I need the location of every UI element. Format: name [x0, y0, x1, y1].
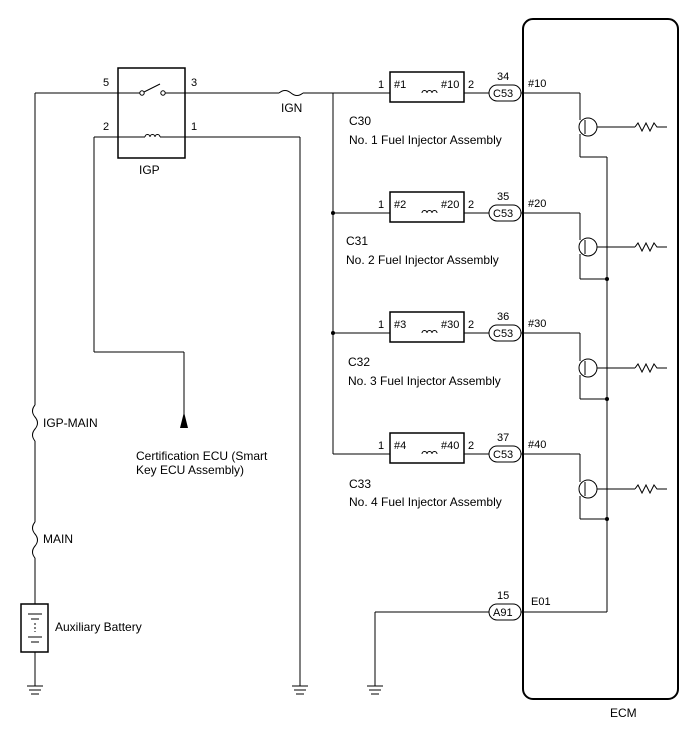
injector-4-inner-left: #4	[394, 440, 406, 452]
injector-1-pin-right: 2	[468, 79, 474, 91]
injector-2-pin-left: 1	[378, 199, 384, 211]
ecm-connector-pills	[488, 84, 522, 621]
injector-3-name: No. 3 Fuel Injector Assembly	[348, 374, 501, 388]
injector-1-connector: C30	[349, 114, 371, 128]
ecm-driver-circuits	[521, 92, 667, 613]
injector-4-name: No. 4 Fuel Injector Assembly	[349, 495, 502, 509]
ecm-signal-20: #20	[528, 198, 546, 210]
battery-supply-line	[32, 92, 118, 604]
ecm-pin-15: 15	[497, 590, 509, 602]
ign-fuse-line	[185, 90, 390, 454]
injector-2-pin-right: 2	[468, 199, 474, 211]
injector-2-name: No. 2 Fuel Injector Assembly	[346, 253, 499, 267]
ecm-connector-1: C53	[493, 88, 513, 100]
ecm-pin-37: 37	[497, 432, 509, 444]
igp-pin-5: 5	[103, 77, 109, 89]
ecm-pin-35: 35	[497, 191, 509, 203]
ecm-connector-4: C53	[493, 449, 513, 461]
ground-icon	[27, 685, 43, 695]
igp-pin-2: 2	[103, 121, 109, 133]
igp-pin-3: 3	[191, 77, 197, 89]
auxiliary-battery-symbol	[20, 603, 49, 686]
igp-relay-label: IGP	[139, 163, 160, 177]
injector-4-pin-left: 1	[378, 440, 384, 452]
ground-icon	[367, 611, 489, 695]
injector-3-connector: C32	[348, 355, 370, 369]
ecm-pin-34: 34	[497, 71, 509, 83]
fuse-igp-main-label: IGP-MAIN	[43, 416, 98, 430]
certification-ecu-label-line2: Key ECU Assembly)	[136, 463, 244, 477]
injector-4-pin-right: 2	[468, 440, 474, 452]
injector-3	[333, 311, 489, 343]
igp-pin-1: 1	[191, 121, 197, 133]
ecm-connector-ground: A91	[493, 607, 513, 619]
injector-1-inner-right: #10	[441, 79, 459, 91]
ecm-signal-30: #30	[528, 318, 546, 330]
injector-4-connector: C33	[349, 477, 371, 491]
auxiliary-battery-label: Auxiliary Battery	[55, 620, 142, 634]
ecm-signal-10: #10	[528, 78, 546, 90]
ecm-box	[522, 18, 679, 700]
injector-2-connector: C31	[346, 234, 368, 248]
fuse-ign-label: IGN	[281, 101, 302, 115]
ecm-connector-3: C53	[493, 328, 513, 340]
injector-3-inner-right: #30	[441, 319, 459, 331]
injector-1-inner-left: #1	[394, 79, 406, 91]
injector-3-pin-right: 2	[468, 319, 474, 331]
certification-ecu-label-line1: Certification ECU (Smart	[136, 449, 268, 463]
injector-4-inner-right: #40	[441, 440, 459, 452]
injector-3-pin-left: 1	[378, 319, 384, 331]
ecm-pin-36: 36	[497, 311, 509, 323]
injector-2-inner-left: #2	[394, 199, 406, 211]
ecm-signal-e01: E01	[531, 596, 551, 608]
injector-2-inner-right: #20	[441, 199, 459, 211]
ecm-label: ECM	[610, 706, 637, 720]
injector-1-name: No. 1 Fuel Injector Assembly	[349, 133, 502, 147]
igp-relay	[94, 67, 300, 159]
arrow-up-icon	[180, 412, 188, 428]
injector-1	[389, 71, 489, 103]
ground-icon	[292, 137, 308, 695]
injector-3-inner-left: #3	[394, 319, 406, 331]
certification-ecu-line	[93, 137, 185, 425]
injector-4	[333, 432, 489, 464]
ecm-connector-2: C53	[493, 208, 513, 220]
ecm-signal-40: #40	[528, 439, 546, 451]
fuse-main-label: MAIN	[43, 532, 73, 546]
injector-2	[333, 191, 489, 223]
injector-1-pin-left: 1	[378, 79, 384, 91]
